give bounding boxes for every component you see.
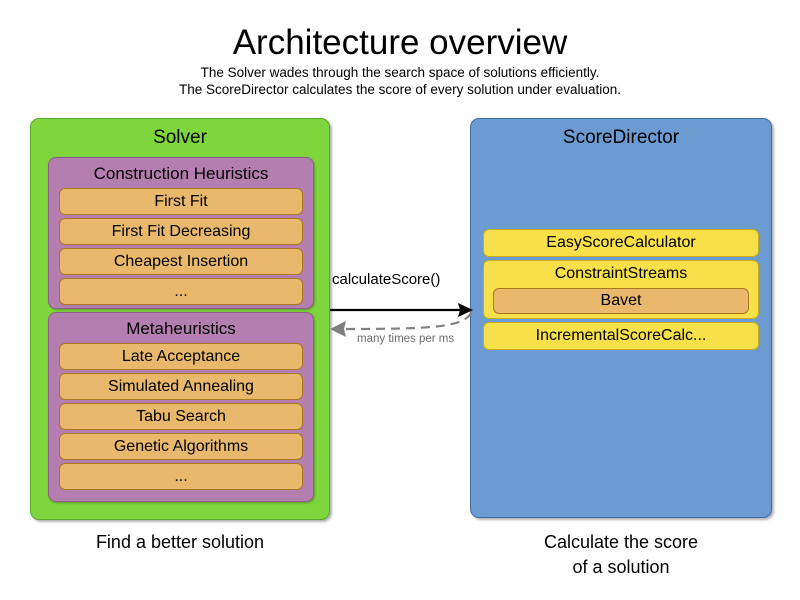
page-title: Architecture overview <box>232 23 568 62</box>
algorithm-item-cheapest-insertion[interactable]: Cheapest Insertion <box>59 248 303 275</box>
arrow-calculate-score-icon <box>330 303 473 317</box>
score-calculator-easy[interactable]: EasyScoreCalculator <box>483 229 759 257</box>
construction-heuristics-group[interactable]: Construction Heuristics First Fit First … <box>48 157 314 309</box>
algorithm-item-more-metaheuristics[interactable]: ... <box>59 463 303 490</box>
constraint-streams-bavet[interactable]: Bavet <box>493 288 749 314</box>
algorithm-item-first-fit-decreasing[interactable]: First Fit Decreasing <box>59 218 303 245</box>
connector-arrows-svg <box>330 303 473 337</box>
metaheuristics-group[interactable]: Metaheuristics Late Acceptance Simulated… <box>48 312 314 502</box>
solver-caption: Find a better solution <box>95 532 265 552</box>
algorithm-item-first-fit[interactable]: First Fit <box>59 188 303 215</box>
solver-panel[interactable]: Solver Construction Heuristics First Fit… <box>30 118 330 520</box>
constraint-streams-label: ConstraintStreams <box>554 265 688 282</box>
subtitle-line-1: The Solver wades through the search spac… <box>200 65 600 80</box>
algorithm-item-simulated-annealing[interactable]: Simulated Annealing <box>59 373 303 400</box>
algorithm-item-late-acceptance[interactable]: Late Acceptance <box>59 343 303 370</box>
metaheuristics-title: Metaheuristics <box>126 319 236 338</box>
score-director-caption-line-1: Calculate the score <box>543 532 699 552</box>
diagram-header: Architecture overview The Solver wades t… <box>0 22 800 98</box>
score-director-panel-title: ScoreDirector <box>562 127 680 148</box>
score-calculator-constraint-streams[interactable]: ConstraintStreams Bavet <box>483 260 759 319</box>
score-calculator-incremental[interactable]: IncrementalScoreCalc... <box>483 322 759 350</box>
algorithm-item-tabu-search[interactable]: Tabu Search <box>59 403 303 430</box>
score-calculator-list: EasyScoreCalculator ConstraintStreams Ba… <box>483 229 759 353</box>
connector-group: calculateScore() many times per ms <box>325 265 480 360</box>
score-director-caption-line-2: of a solution <box>572 557 670 577</box>
construction-heuristics-title: Construction Heuristics <box>93 164 269 183</box>
algorithm-item-genetic-algorithms[interactable]: Genetic Algorithms <box>59 433 303 460</box>
connector-label-many-times-per-ms: many times per ms <box>357 333 455 345</box>
connector-label-calculate-score: calculateScore() <box>332 271 441 288</box>
score-director-panel[interactable]: ScoreDirector EasyScoreCalculator Constr… <box>470 118 772 518</box>
solver-panel-title: Solver <box>153 127 207 148</box>
algorithm-item-more-construction[interactable]: ... <box>59 278 303 305</box>
subtitle-line-2: The ScoreDirector calculates the score o… <box>179 82 621 97</box>
score-director-caption: Calculate the score of a solution <box>470 530 772 580</box>
arrow-many-times-per-ms-icon <box>330 312 472 337</box>
